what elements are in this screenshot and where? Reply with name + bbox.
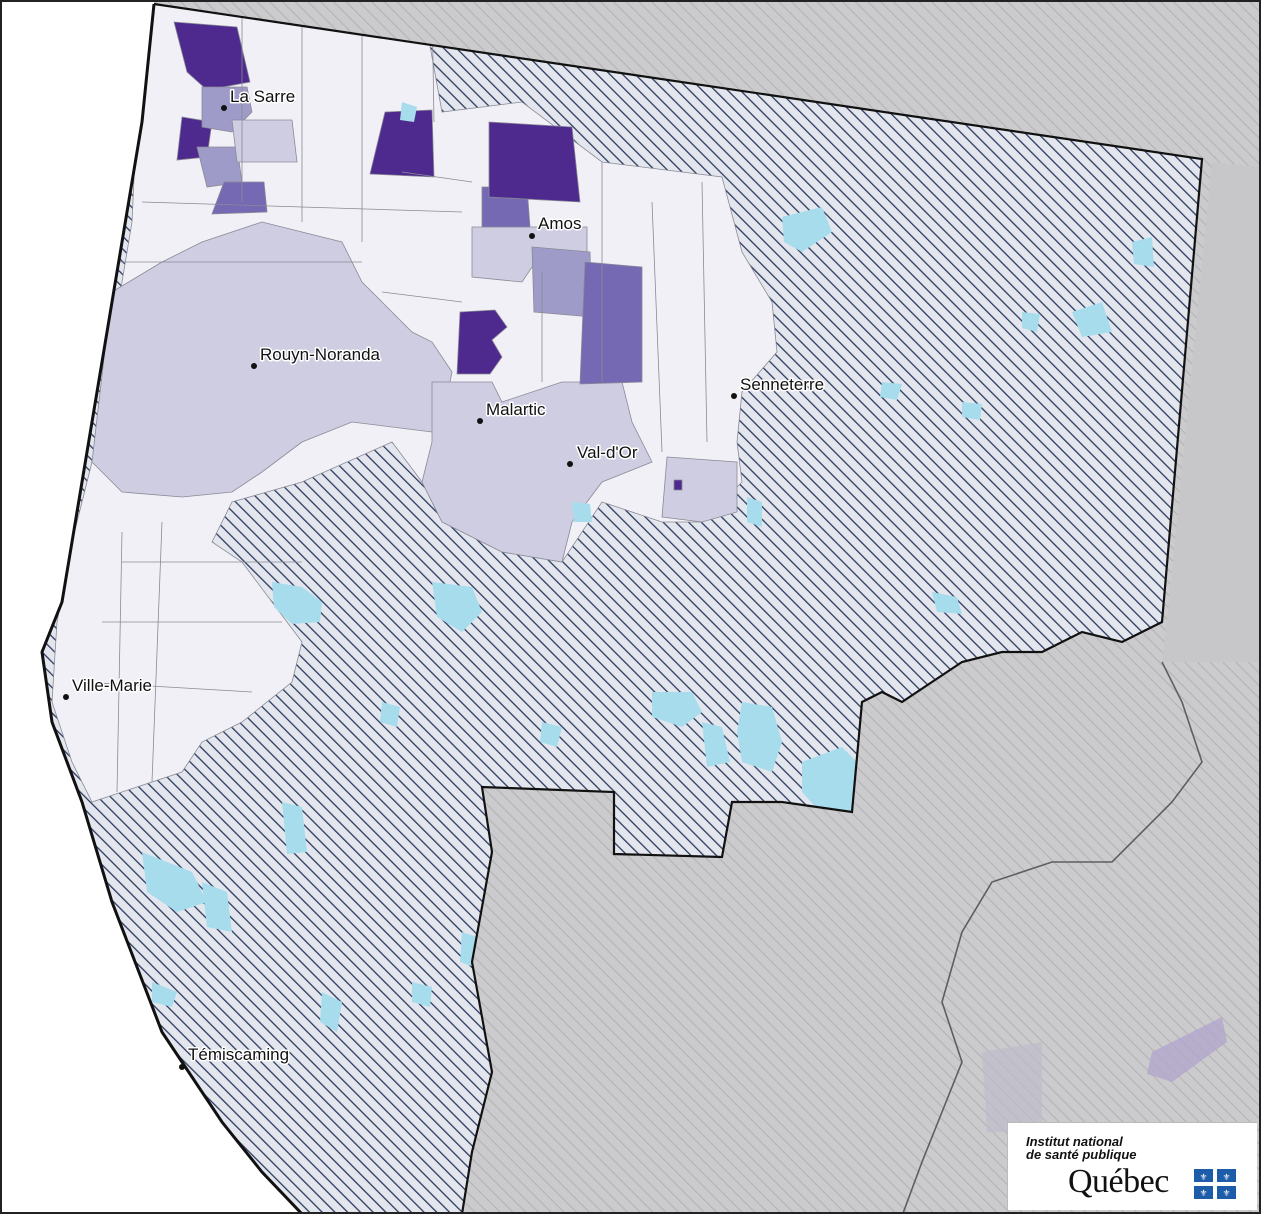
city-label: Rouyn-Noranda — [260, 345, 381, 364]
mauricie-boundary — [902, 661, 1203, 1212]
city-temiscaming[interactable]: Témiscaming — [179, 1044, 291, 1070]
city-amos[interactable]: Amos — [529, 213, 583, 239]
municipality-area[interactable] — [471, 226, 588, 283]
municipality-area[interactable] — [211, 181, 268, 215]
municipality-area[interactable] — [421, 381, 653, 563]
city-label: Témiscaming — [188, 1045, 289, 1064]
lakes — [142, 102, 1154, 1032]
municipality-area[interactable] — [673, 479, 683, 491]
logo-line-2: de santé publique — [1026, 1147, 1137, 1162]
west-white-area — [2, 2, 299, 1212]
distant-municipality — [1147, 1017, 1227, 1082]
city-dot — [221, 105, 227, 111]
city-dot — [63, 694, 69, 700]
city-rouyn-noranda[interactable]: Rouyn-Noranda — [251, 344, 382, 369]
city-dot — [179, 1064, 185, 1070]
city-label: Malartic — [486, 400, 546, 419]
inspq-logo: Institut national de santé publique Québ… — [1007, 1122, 1257, 1210]
city-label: La Sarre — [230, 87, 295, 106]
city-malartic[interactable]: Malartic — [477, 399, 548, 424]
municipality-area[interactable] — [456, 309, 508, 375]
city-dot — [567, 461, 573, 467]
east-plain-area — [1162, 162, 1259, 662]
city-label: Ville-Marie — [72, 676, 152, 695]
svg-text:⚜: ⚜ — [1199, 1189, 1207, 1199]
municipality-area[interactable] — [369, 109, 435, 178]
region-outline — [153, 2, 1204, 1212]
distant-municipality — [982, 1042, 1042, 1132]
city-val-dor[interactable]: Val-d'Or — [567, 442, 639, 467]
north-outside-area — [154, 2, 1259, 162]
municipal-boundaries — [81, 4, 708, 793]
logo-wordmark: Québec — [1068, 1163, 1169, 1200]
municipality-area[interactable] — [661, 456, 738, 523]
municipality-area[interactable] — [579, 261, 643, 385]
city-label: Amos — [538, 214, 581, 233]
west-coast-outline — [40, 3, 303, 1212]
city-dot — [251, 363, 257, 369]
city-senneterre[interactable]: Senneterre — [731, 374, 826, 399]
city-dot — [477, 418, 483, 424]
logo-line-1: Institut national — [1026, 1134, 1123, 1149]
city-label: Senneterre — [740, 375, 824, 394]
quebec-flag-icon: ⚜ ⚜ ⚜ ⚜ — [1194, 1169, 1236, 1199]
municipality-area[interactable] — [488, 121, 581, 203]
city-dot — [731, 393, 737, 399]
svg-text:⚜: ⚜ — [1222, 1189, 1230, 1199]
city-label: Val-d'Or — [577, 443, 638, 462]
svg-text:⚜: ⚜ — [1199, 1173, 1207, 1183]
municipality-area[interactable] — [231, 119, 298, 163]
city-dot — [529, 233, 535, 239]
city-la-sarre[interactable]: La Sarre — [221, 86, 297, 111]
svg-text:⚜: ⚜ — [1222, 1173, 1230, 1183]
municipality-area[interactable] — [173, 21, 251, 91]
city-ville-marie[interactable]: Ville-Marie — [63, 675, 154, 700]
